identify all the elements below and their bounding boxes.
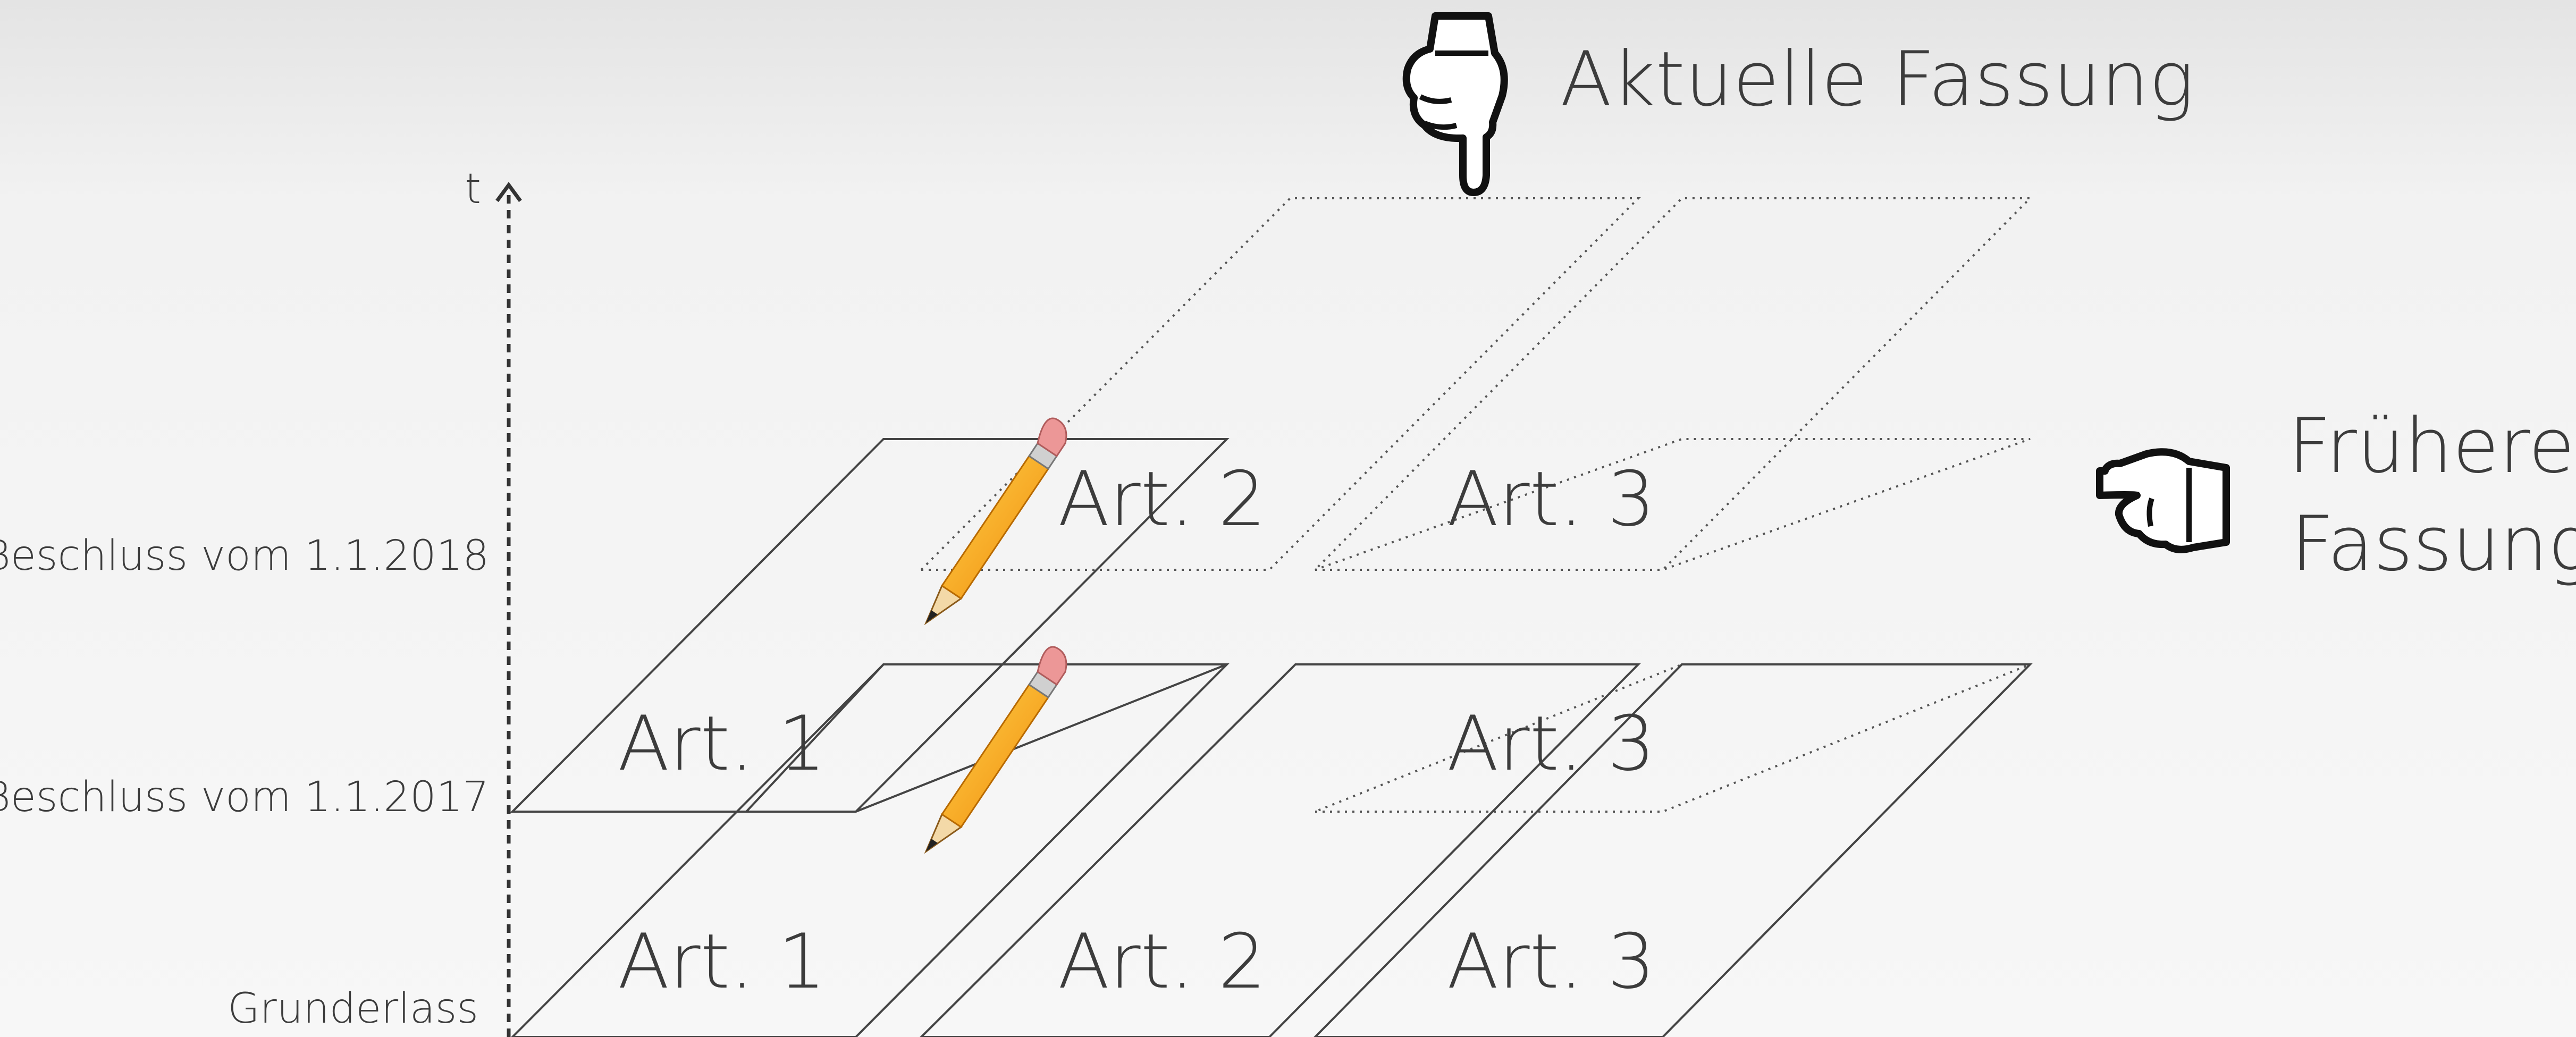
plane-base-art3: [1315, 664, 2030, 1037]
label-base-art3: Art. 3: [1447, 918, 1655, 1006]
level-label-2018: Beschluss vom 1.1.2018: [0, 532, 489, 580]
label-base-art1: Art. 1: [618, 918, 826, 1006]
label-2017-art1: Art. 1: [618, 700, 826, 788]
callout-earlier-version-line2: Fassung: [2291, 500, 2576, 588]
pointing-hand-down-icon: [1407, 16, 1504, 192]
level-label-grunderlass: Grunderlass: [228, 985, 478, 1033]
label-2017-art3: Art. 3: [1447, 700, 1655, 788]
pencil-icon: [926, 647, 1066, 851]
pointing-hand-left-icon: [2100, 452, 2226, 550]
plane-current-art3: [1315, 198, 2030, 570]
label-current-art3: Art. 3: [1447, 456, 1655, 543]
level-label-2017: Beschluss vom 1.1.2017: [0, 773, 489, 821]
label-current-art2: Art. 2: [1058, 456, 1266, 543]
time-axis-label: t: [465, 165, 481, 213]
plane-2018-art3-earlier: [1315, 439, 2030, 570]
callout-earlier-version-line1: Frühere: [2288, 402, 2575, 490]
label-base-art2: Art. 2: [1058, 918, 1266, 1006]
pencil-icon: [926, 418, 1066, 623]
plane-2017-art3-earlier: [1315, 664, 2030, 812]
callout-current-version: Aktuelle Fassung: [1560, 36, 2194, 123]
